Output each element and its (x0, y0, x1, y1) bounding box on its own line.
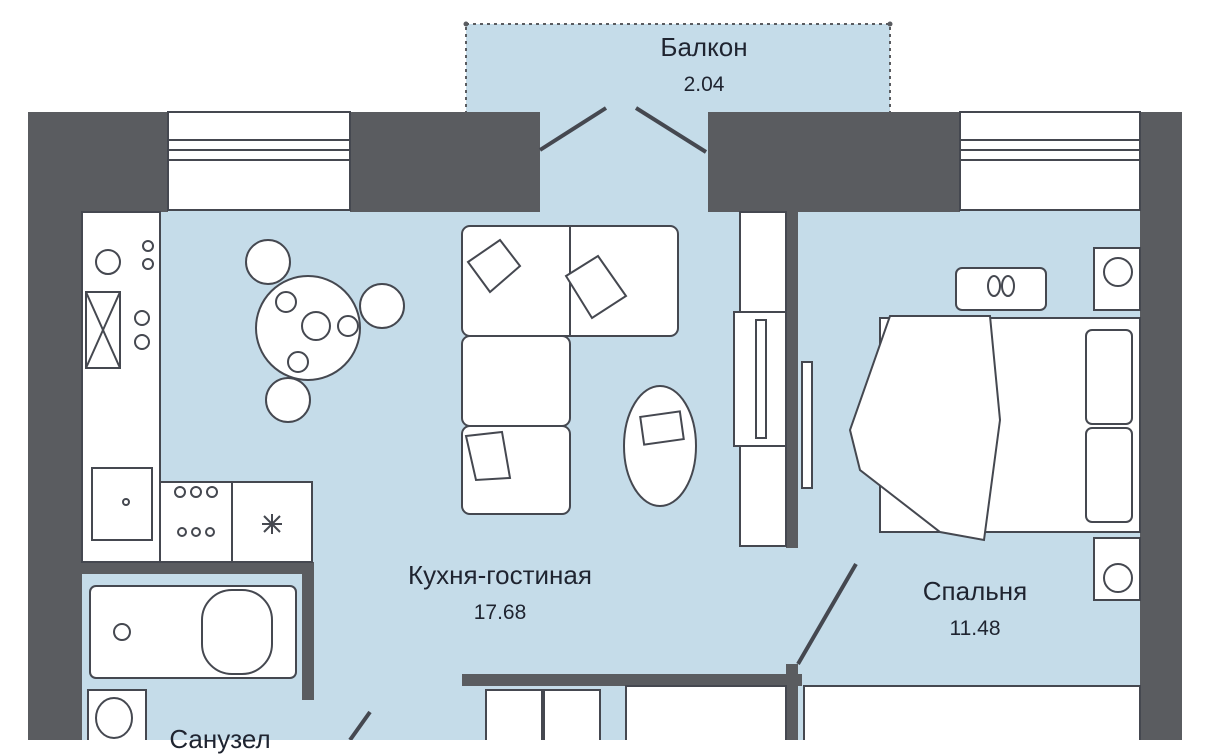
room-kitchen-living: Кухня-гостиная 17.68 (380, 562, 620, 623)
room-area: 17.68 (473, 601, 527, 624)
room-area: 2.04 (683, 73, 725, 96)
bathtub-icon (89, 585, 297, 679)
walls (28, 112, 1182, 740)
bookshelf-icon (739, 211, 787, 547)
bathroom-door (348, 710, 372, 742)
wardrobe-icon (485, 685, 1141, 747)
bedroom-door (796, 562, 858, 666)
room-area: 11.48 (949, 617, 1001, 640)
balcony-area (463, 21, 893, 115)
room-name: Спальня (922, 576, 1028, 606)
balcony-door (538, 106, 708, 154)
window-right (959, 111, 1141, 211)
fridge-icon (231, 481, 313, 563)
room-name: Кухня-гостиная (408, 560, 592, 590)
dining-table-icon (245, 239, 405, 423)
tv-unit-icon (733, 311, 813, 489)
stove-icon (159, 481, 233, 563)
room-bedroom: Спальня 11.48 (890, 578, 1060, 639)
nightstand-icon (1093, 247, 1141, 601)
coffee-table-icon (623, 385, 697, 507)
room-balcony: Балкон 2.04 (604, 34, 804, 95)
slippers-icon (955, 267, 1047, 311)
room-bathroom: Санузел (150, 726, 290, 752)
bed-icon (848, 315, 1141, 542)
sofa-icon (461, 225, 679, 515)
room-name: Санузел (169, 724, 271, 754)
window-left (167, 111, 351, 211)
room-name: Балкон (660, 32, 748, 62)
kitchen-counter (81, 211, 161, 563)
washbasin-icon (87, 689, 147, 747)
